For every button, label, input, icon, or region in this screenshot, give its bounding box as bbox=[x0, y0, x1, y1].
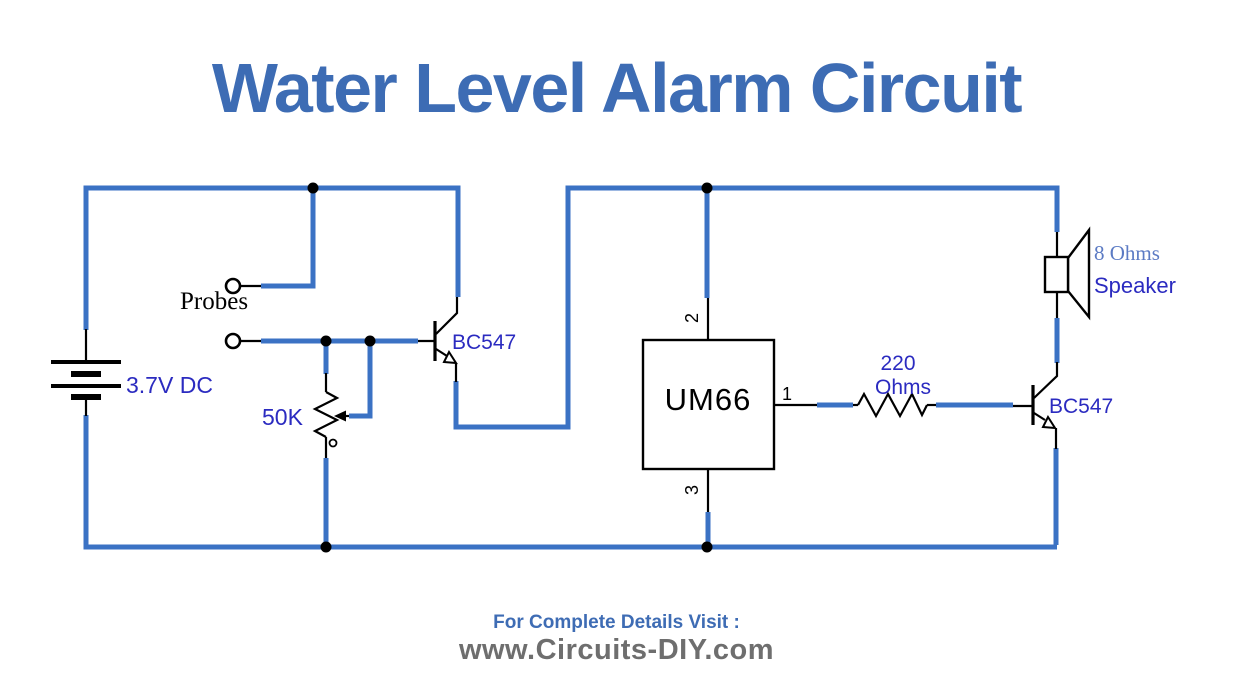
footer-visit-text: For Complete Details Visit : bbox=[493, 612, 740, 633]
resistor-value-line1: 220 bbox=[880, 352, 915, 375]
transistor1-symbol bbox=[418, 297, 459, 382]
wire-bottom-rail bbox=[83, 415, 1057, 550]
q1-collector bbox=[435, 297, 459, 335]
junction-dots bbox=[307, 182, 713, 553]
junction-dot bbox=[701, 182, 713, 194]
page-title: Water Level Alarm Circuit bbox=[211, 49, 1023, 127]
ic-pin2-number: 2 bbox=[682, 313, 702, 323]
junction-dot bbox=[320, 541, 332, 553]
resistor-zigzag bbox=[857, 391, 928, 419]
pot-label: 50K bbox=[262, 404, 304, 430]
battery-symbol bbox=[51, 329, 121, 416]
junction-dot bbox=[364, 335, 376, 347]
q2-collector bbox=[1033, 362, 1059, 399]
speaker-driver bbox=[1043, 255, 1070, 294]
wire-q1-emitter-to-top-rail2 bbox=[453, 185, 1060, 430]
footer-website-url: www.Circuits-DIY.com bbox=[458, 633, 775, 666]
q2-emitter-arrow-icon bbox=[1041, 414, 1057, 430]
speaker-cone bbox=[1066, 226, 1091, 321]
ic-label: UM66 bbox=[665, 382, 752, 417]
speaker-symbol bbox=[1043, 226, 1091, 321]
wire-pot-wiper bbox=[349, 341, 373, 419]
speaker-impedance-label: 8 Ohms bbox=[1094, 241, 1160, 265]
wire-battery-top-rail bbox=[83, 185, 461, 330]
junction-dot bbox=[701, 541, 713, 553]
junction-dot bbox=[307, 182, 319, 194]
ic-pin1-number: 1 bbox=[782, 384, 792, 404]
pot-wiper-arrow-icon bbox=[334, 410, 346, 422]
battery-label: 3.7V DC bbox=[126, 372, 213, 398]
q2-emitter bbox=[1033, 412, 1046, 421]
probes-symbol bbox=[224, 277, 261, 350]
wire-probe1 bbox=[261, 188, 316, 289]
transistor2-label: BC547 bbox=[1049, 395, 1113, 418]
probe-terminal-2 bbox=[224, 332, 242, 350]
q1-emitter bbox=[435, 348, 448, 357]
wires bbox=[83, 185, 1060, 550]
ic-pin3-number: 3 bbox=[682, 485, 702, 495]
junction-dot bbox=[320, 335, 332, 347]
resistor-value-line2: Ohms bbox=[875, 376, 931, 399]
footer: For Complete Details Visit : www.Circuit… bbox=[0, 612, 1233, 667]
transistor1-label: BC547 bbox=[452, 331, 516, 354]
speaker-label: Speaker bbox=[1094, 273, 1176, 298]
pot-terminal-circle bbox=[328, 438, 338, 448]
pot-zigzag bbox=[312, 391, 340, 438]
potentiometer-symbol bbox=[312, 373, 349, 458]
q1-emitter-arrow-icon bbox=[442, 349, 458, 365]
probes-label: Probes bbox=[180, 288, 248, 315]
resistor-symbol bbox=[853, 391, 936, 419]
transistor2-symbol bbox=[1013, 362, 1059, 449]
